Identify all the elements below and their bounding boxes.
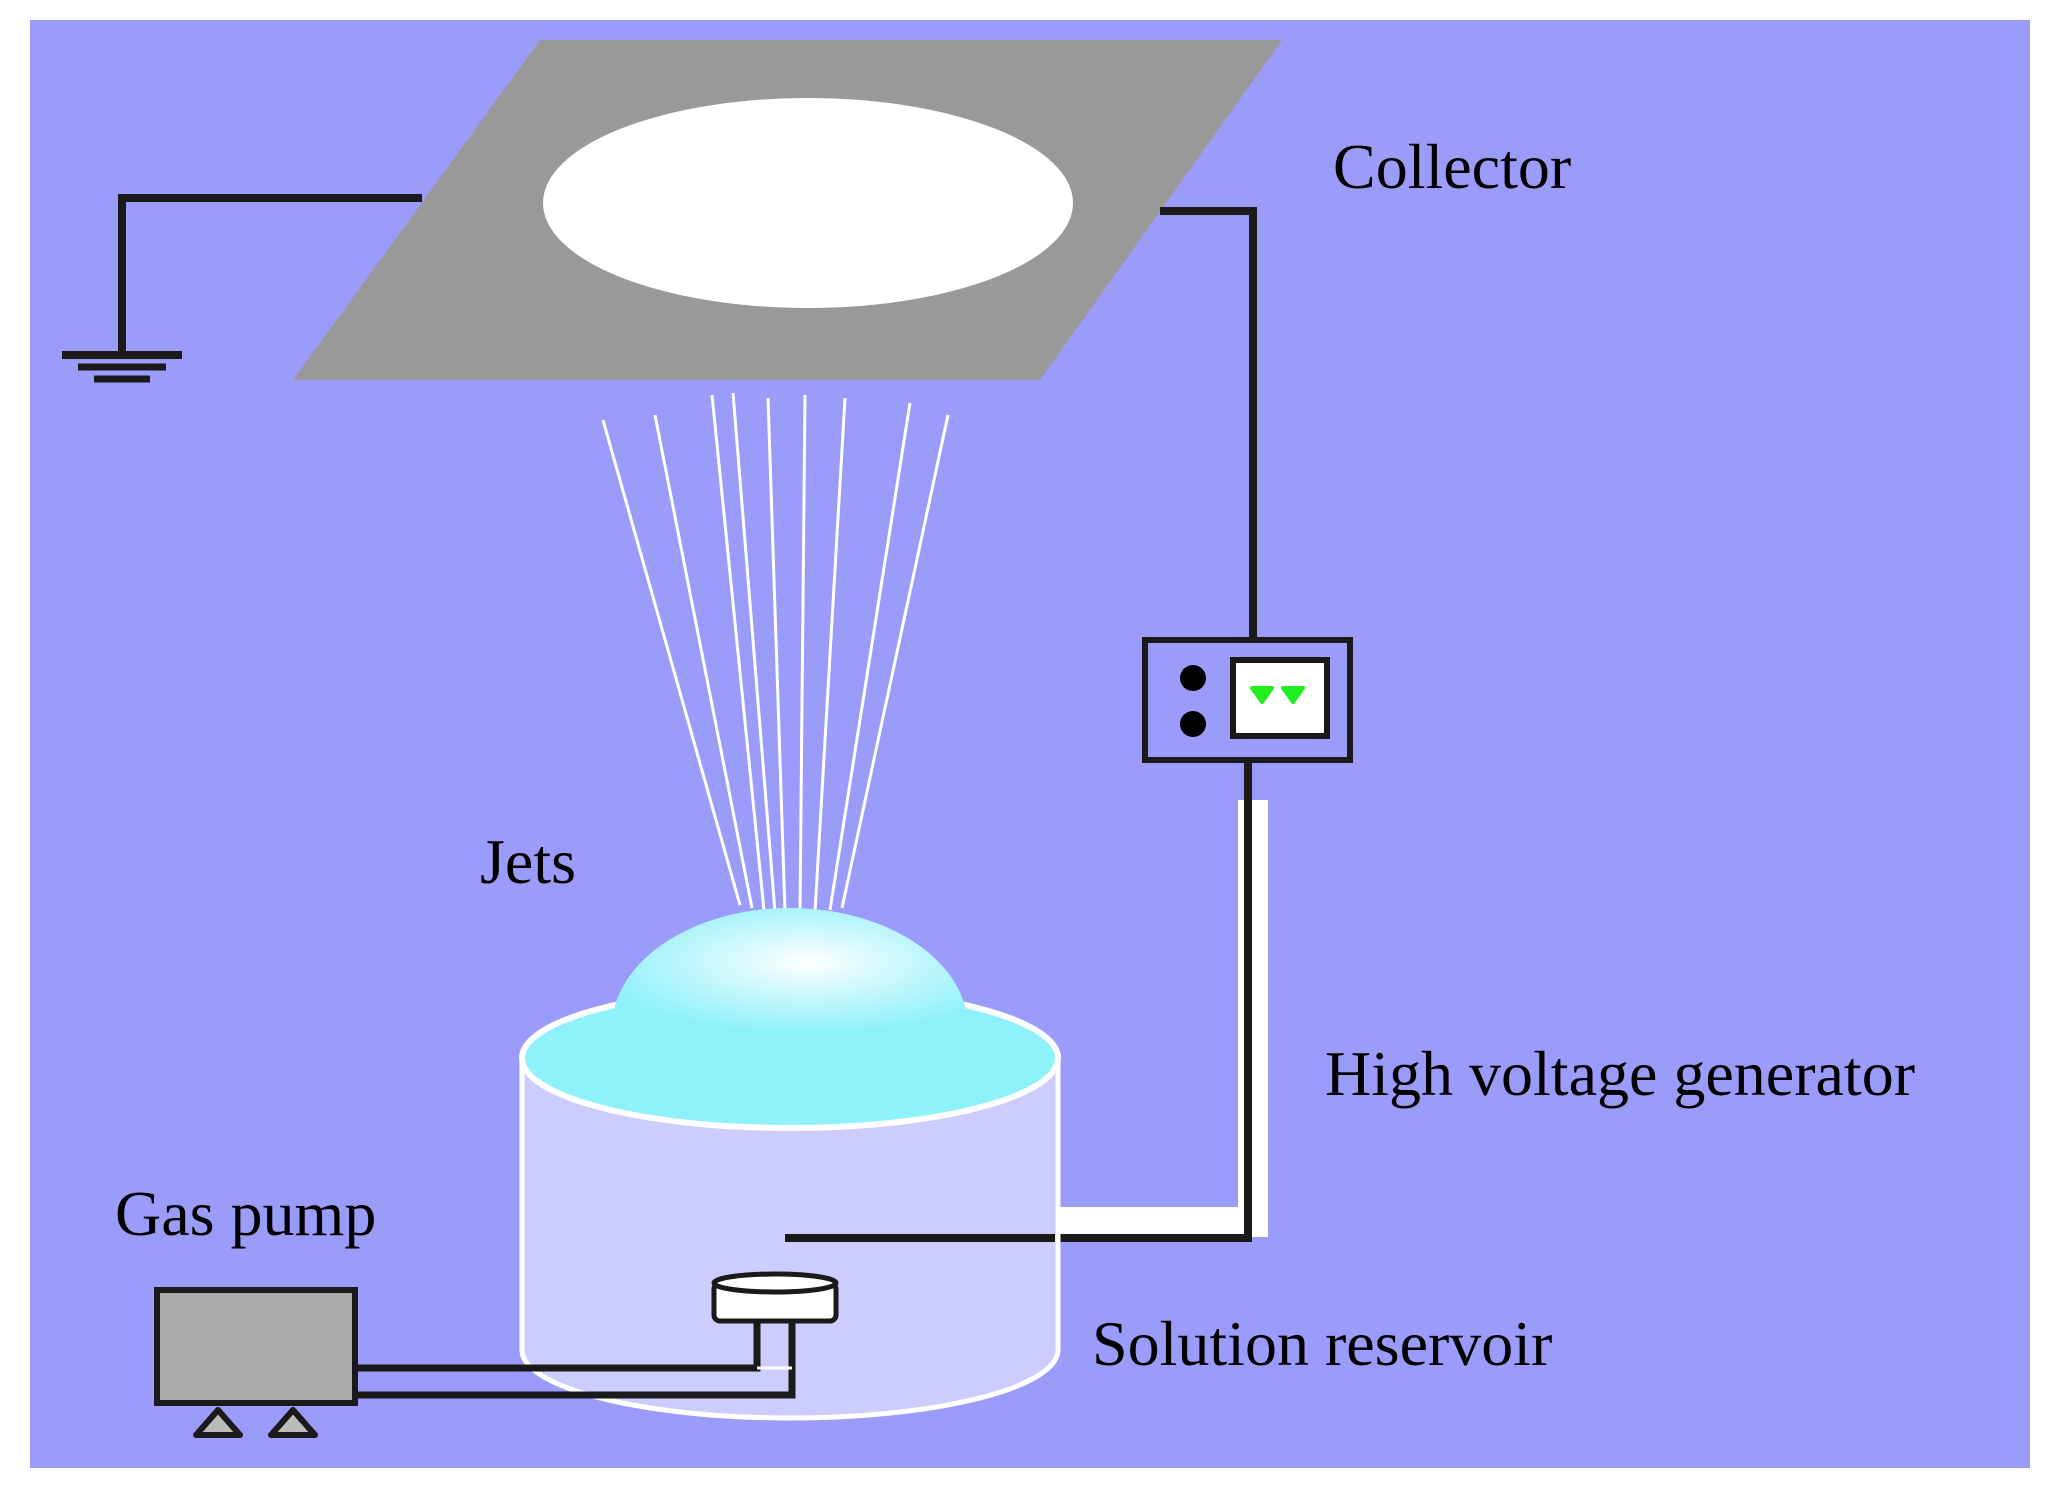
generator-display [1230,657,1330,739]
collector-wire [1160,207,1257,645]
jets [601,392,950,913]
label-collector: Collector [1333,131,1571,202]
pump-foot-icon [193,1407,243,1438]
collection-disc [543,98,1073,308]
jet-line [731,392,777,913]
generator-wire-outline [1053,800,1268,1237]
jet-line [766,397,787,913]
jet-line [840,414,950,909]
label-high-voltage-generator: High voltage generator [1325,1038,1915,1109]
green-indicator-icon [1281,686,1305,704]
generator-knob [1180,711,1206,737]
solution-dome [612,908,968,1028]
ground-symbol-icon [62,351,182,383]
gas-pump [154,1287,358,1438]
gas-tube [353,1318,796,1399]
gas-pump-body [154,1287,358,1406]
jet-line [828,402,912,911]
label-jets: Jets [480,826,576,897]
jet-line [601,419,742,906]
high-voltage-generator [1142,637,1353,763]
generator-knob [1180,665,1206,691]
green-indicator-icon [1250,686,1274,704]
diffuser-top [711,1271,839,1295]
label-gas-pump: Gas pump [115,1178,376,1249]
pump-foot-icon [268,1407,318,1438]
jet-line [710,394,766,911]
jet-line [653,414,754,909]
label-solution-reservoir: Solution reservoir [1092,1308,1552,1379]
gas-diffuser [711,1271,839,1324]
ground-wire [118,194,422,355]
solution-reservoir [519,908,1061,1421]
jet-line [798,394,807,913]
jet-line [813,397,847,913]
